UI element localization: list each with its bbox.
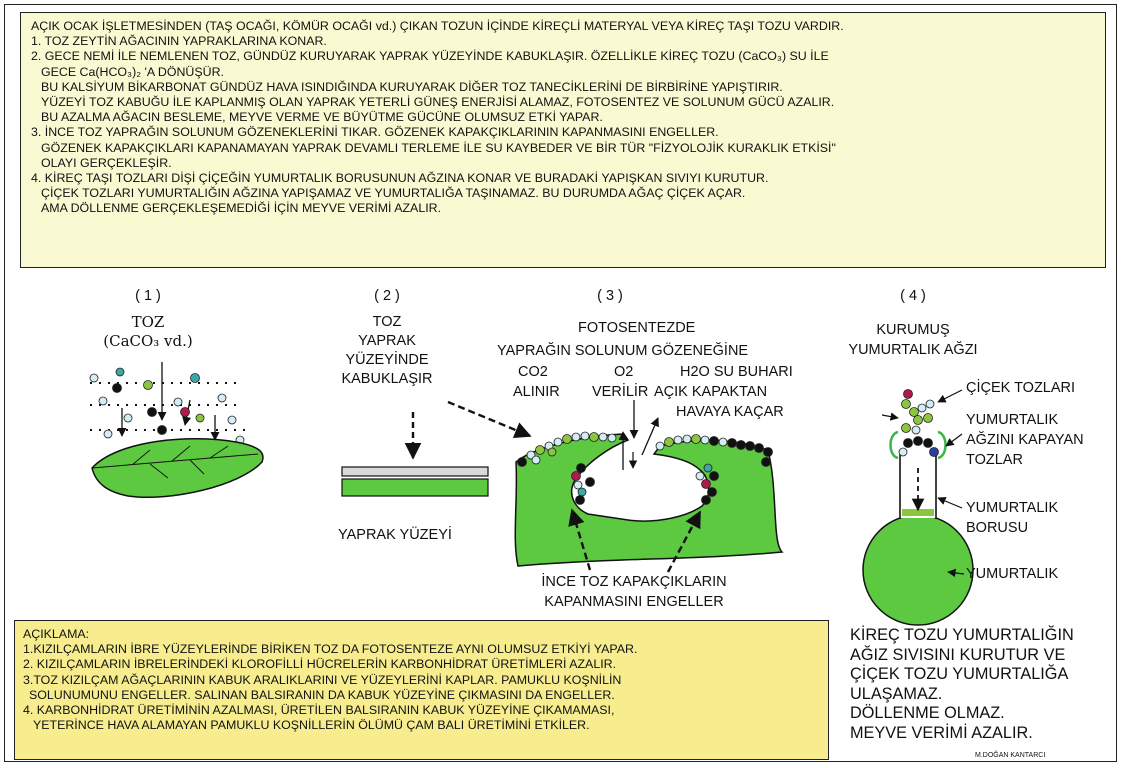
- panel1-leaf: [91, 438, 264, 499]
- bottom-text-line: SOLUNUMUNU ENGELLER. SALINAN BALSIRANIN …: [29, 687, 615, 702]
- right-note-line: ULAŞAMAZ.: [850, 684, 943, 703]
- panel1-number: ( 1 ): [135, 288, 161, 304]
- panel4-covering-line3: TOZLAR: [966, 452, 1023, 468]
- panel3-h2o-sub1: AÇIK KAPAKTAN: [654, 384, 768, 400]
- panel2-crust-layers: [341, 400, 532, 497]
- top-text-line: 4. KİREÇ TAŞI TOZLARI DİŞİ ÇİÇEĞİN YUMUR…: [31, 171, 769, 186]
- panel4-tube-line2: BORUSU: [966, 520, 1029, 536]
- panel2-number: ( 2 ): [374, 288, 400, 304]
- top-text-line: AÇIK OCAK İŞLETMESİNDEN (TAŞ OCAĞI, KÖMÜ…: [31, 19, 844, 33]
- right-note-line: DÖLLENME OLMAZ.: [850, 704, 1005, 722]
- right-note-line: MEYVE VERİMİ AZALIR.: [850, 723, 1033, 742]
- bottom-text-line: 1.KIZILÇAMLARIN İBRE YÜZEYLERİNDE BİRİKE…: [23, 642, 638, 657]
- panel3-h2o-sub2: HAVAYA KAÇAR: [676, 404, 784, 420]
- bottom-text-line: 4. KARBONHİDRAT ÜRETİMİNİN AZALMASI, ÜRE…: [23, 703, 615, 718]
- panel4-covering-line1: YUMURTALIK: [966, 412, 1059, 428]
- panel2-title-line: KABUKLAŞIR: [341, 371, 433, 387]
- panel2-caption: YAPRAK YÜZEYİ: [338, 527, 452, 543]
- panel3-leaf-section: [514, 400, 784, 573]
- right-note-line: AĞIZ SIVISINI KURUTUR VE: [850, 645, 1066, 664]
- panel1-formula: (CaCO₃ vd.): [103, 332, 193, 350]
- panel4-ovary-label: YUMURTALIK: [966, 566, 1059, 582]
- panel2-title-line: YAPRAK: [358, 333, 416, 349]
- top-text-line: 1. TOZ ZEYTİN AĞACININ YAPRAKLARINA KONA…: [31, 34, 327, 49]
- top-text-line: BU AZALMA AĞACIN BESLEME, MEYVE VERME VE…: [41, 110, 603, 125]
- bottom-text-line: YETERİNCE HAVA ALAMAYAN PAMUKLU KOŞNİLLE…: [33, 718, 590, 733]
- panel2-title-line: YÜZEYİNDE: [345, 352, 429, 368]
- panel4-tube-line1: YUMURTALIK: [966, 500, 1059, 516]
- panel3-bottom-line2: KAPANMASINI ENGELLER: [544, 594, 724, 610]
- panel4-number: ( 4 ): [900, 288, 926, 304]
- panel4-title-line1: KURUMUŞ: [876, 322, 950, 338]
- top-text-line: 2. GECE NEMİ İLE NEMLENEN TOZ, GÜNDÜZ KU…: [31, 49, 829, 64]
- panel3-o2: O2: [614, 364, 634, 380]
- panel4-pollen-label: ÇİÇEK TOZLARI: [966, 380, 1076, 396]
- top-text-line: GÖZENEK KAPAKÇIKLARI KAPANAMAYAN YAPRAK …: [41, 140, 836, 155]
- panel3-o2-sub: VERİLİR: [592, 384, 649, 400]
- top-text-line: 3. İNCE TOZ YAPRAĞIN SOLUNUM GÖZENEKLERİ…: [31, 125, 719, 140]
- top-text-line: AMA DÖLLENME GERÇEKLEŞEMEDİĞİ İÇİN MEYVE…: [41, 201, 442, 216]
- right-note-line: ÇİÇEK TOZU YUMURTALIĞA: [850, 665, 1069, 683]
- panel4-covering-line2: AĞZINI KAPAYAN: [966, 432, 1084, 448]
- top-explanation-box: AÇIK OCAK İŞLETMESİNDEN (TAŞ OCAĞI, KÖMÜ…: [20, 12, 1106, 268]
- bottom-text-line: AÇIKLAMA:: [23, 627, 90, 641]
- panel1-title: TOZ: [131, 313, 165, 331]
- bottom-explanation-box: AÇIKLAMA: 1.KIZILÇAMLARIN İBRE YÜZEYLERİ…: [14, 620, 829, 760]
- panel3-bottom-line1: İNCE TOZ KAPAKÇIKLARIN: [541, 574, 727, 590]
- right-summary-note: KİREÇ TOZU YUMURTALIĞIN AĞIZ SIVISINI KU…: [850, 626, 1120, 743]
- top-text-line: ÇİÇEK TOZLARI YUMURTALIĞIN AĞZINA YAPIŞA…: [41, 186, 746, 201]
- top-text-line: OLAYI GERÇEKLEŞİR.: [41, 155, 172, 170]
- panel4-title-line2: YUMURTALIK AĞZI: [848, 342, 978, 358]
- panel3-title-line2: YAPRAĞIN SOLUNUM GÖZENEĞİNE: [497, 343, 749, 359]
- top-text-line: GECE Ca(HCO₃)₂ 'A DÖNÜŞÜR.: [41, 64, 224, 79]
- bottom-text-line: 3.TOZ KIZILÇAM AĞAÇLARININ KABUK ARALIKL…: [23, 672, 622, 687]
- panel3-co2: CO2: [518, 364, 548, 380]
- author-signature: M.DOĞAN KANTARCI: [975, 752, 1046, 759]
- figure-frame: [4, 4, 1117, 762]
- right-note-line: KİREÇ TOZU YUMURTALIĞIN: [850, 626, 1074, 644]
- top-text-line: BU KALSİYUM BİKARBONAT GÜNDÜZ HAVA ISIND…: [41, 79, 783, 94]
- top-text-line: YÜZEYİ TOZ KABUĞU İLE KAPLANMIŞ OLAN YAP…: [41, 95, 835, 110]
- panel3-number: ( 3 ): [597, 288, 623, 304]
- bottom-text-line: 2. KIZILÇAMLARIN İBRELERİNDEKİ KLOROFİLL…: [23, 657, 617, 672]
- panel2-title-line: TOZ: [372, 314, 402, 330]
- panel3-title-line1: FOTOSENTEZDE: [578, 320, 696, 336]
- panel4-ovary: [862, 389, 974, 626]
- panel1-dust-layer: [89, 362, 245, 445]
- panel3-co2-sub: ALINIR: [513, 384, 560, 400]
- panel3-h2o: H2O SU BUHARI: [680, 364, 793, 380]
